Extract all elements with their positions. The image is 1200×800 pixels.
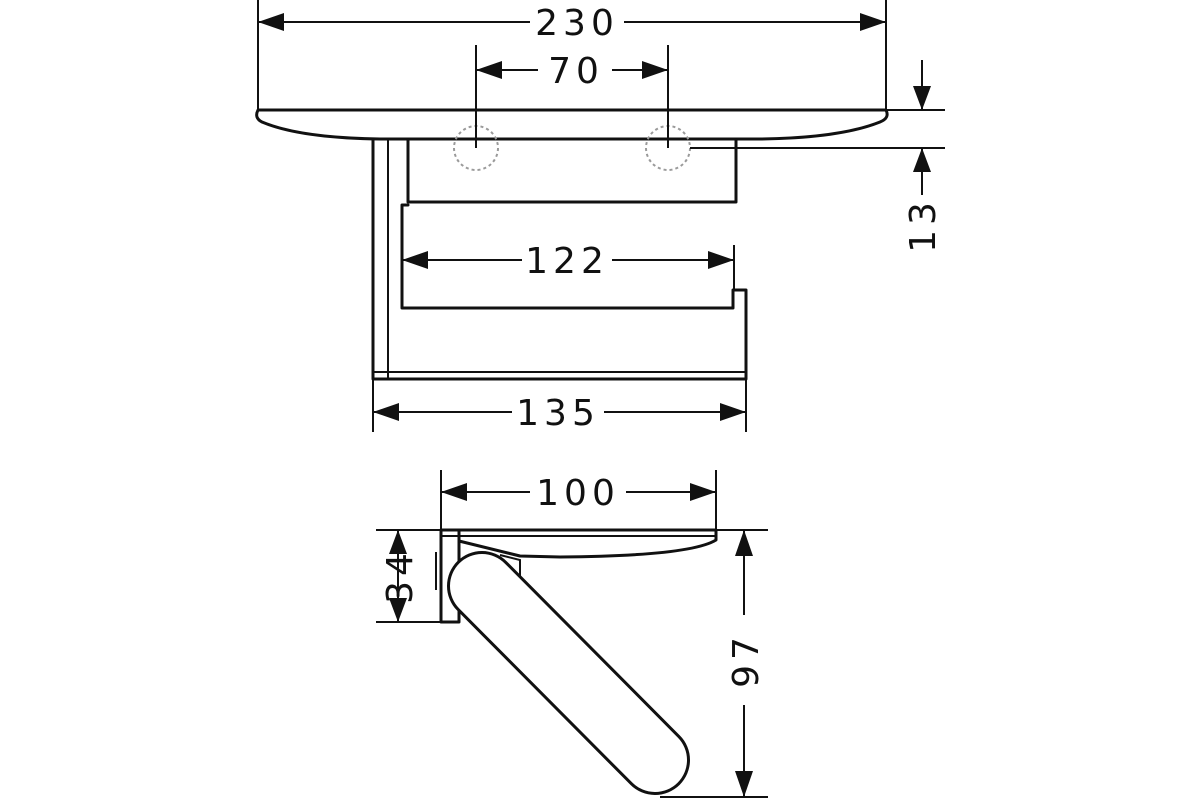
dimension-label-13: 13: [903, 197, 944, 253]
dimension-label-34: 34: [380, 548, 421, 604]
shelf-plate-outline: [255, 108, 889, 141]
shelf-connector: [499, 554, 521, 580]
dimension-label-100: 100: [536, 473, 620, 514]
dimension-bracket-width: 135: [372, 379, 747, 434]
dimension-mount-spacing: 70: [475, 45, 669, 148]
mounting-block: [406, 138, 738, 204]
roll-arm-fill: [450, 554, 687, 792]
dimension-label-97: 97: [726, 632, 767, 688]
dimension-wall-plate-height: 34: [376, 529, 441, 623]
dimension-shelf-thickness: 13: [690, 60, 945, 253]
dimension-label-122: 122: [525, 241, 609, 282]
dimension-label-230: 230: [535, 3, 619, 44]
dimension-roll-length: 122: [402, 241, 735, 290]
dimension-overall-width: 230: [257, 0, 887, 110]
shelf-section: [439, 528, 718, 559]
dimension-total-height: 97: [660, 529, 768, 798]
front-view: 230 70 13 122: [255, 0, 945, 434]
dimension-label-70: 70: [548, 51, 604, 92]
side-view: 100 34 97: [376, 470, 768, 798]
dimension-shelf-depth: 100: [440, 470, 717, 530]
dimension-label-135: 135: [516, 393, 600, 434]
